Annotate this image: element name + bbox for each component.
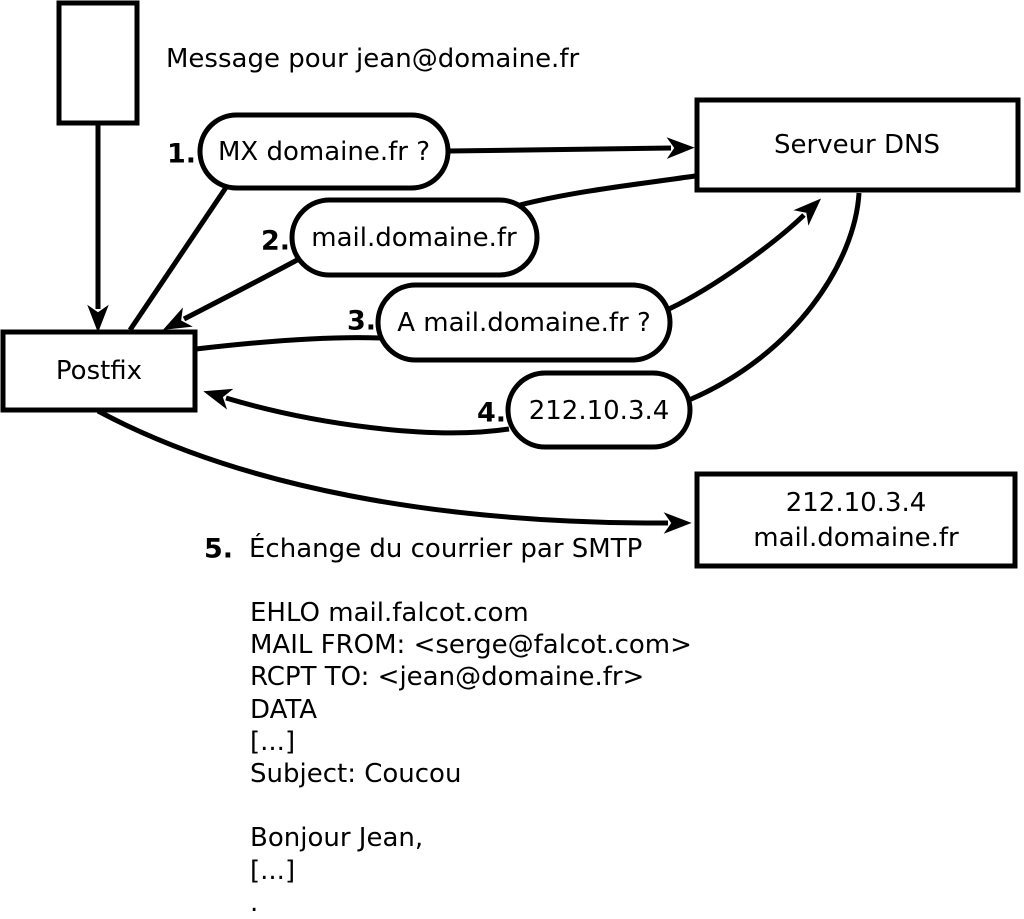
- dns-server-label: Serveur DNS: [774, 130, 940, 160]
- smtp-transcript: EHLO mail.falcot.com MAIL FROM: <serge@f…: [250, 598, 692, 918]
- step-4-number: 4.: [477, 398, 506, 429]
- postfix-box: [0, 329, 198, 413]
- arrow-mx-answer-to-postfix: [162, 256, 301, 330]
- diagram-title: Message pour jean@domaine.fr: [166, 44, 579, 74]
- bubble-a-answer: [505, 370, 693, 450]
- step-3-number: 3.: [347, 306, 376, 337]
- step-5-number: 5.: [204, 534, 233, 565]
- arrow-a-answer-to-postfix: [203, 388, 510, 436]
- smtp-line: .: [250, 888, 258, 918]
- line-dns-to-mx-answer: [519, 173, 696, 208]
- step-5-label: Échange du courrier par SMTP: [249, 532, 642, 564]
- smtp-line: DATA: [250, 695, 317, 725]
- smtp-line: [...]: [250, 727, 295, 757]
- smtp-line: MAIL FROM: <serge@falcot.com>: [250, 630, 692, 660]
- postfix-label: Postfix: [56, 356, 142, 386]
- line-postfix-to-mx-query: [127, 184, 230, 332]
- arrow-mx-query-to-dns: [448, 137, 695, 159]
- line-dns-to-a-answer: [688, 192, 862, 403]
- bubble-mx-query-label: MX domaine.fr ?: [218, 137, 430, 167]
- bubble-a-answer-label: 212.10.3.4: [529, 396, 670, 426]
- mail-server-hostname: mail.domaine.fr: [753, 523, 959, 553]
- bubble-mx-query: [197, 112, 451, 191]
- bubble-mx-answer: [289, 197, 540, 278]
- bubble-a-query-label: A mail.domaine.fr ?: [397, 308, 651, 338]
- bubble-mx-answer-label: mail.domaine.fr: [311, 223, 517, 253]
- smtp-line: EHLO mail.falcot.com: [250, 598, 529, 628]
- line-postfix-to-a-query: [195, 335, 382, 352]
- bubble-a-query: [375, 282, 673, 363]
- step-1-number: 1.: [167, 139, 196, 170]
- message-source-box: [56, 0, 140, 126]
- smtp-line: RCPT TO: <jean@domaine.fr>: [250, 662, 644, 692]
- arrow-a-query-to-dns: [667, 198, 822, 312]
- dns-server-box: [694, 97, 1021, 193]
- arrow-smtp-exchange: [96, 408, 692, 534]
- mail-server-box: [694, 471, 1018, 569]
- smtp-line: [...]: [250, 856, 295, 886]
- smtp-line: Subject: Coucou: [250, 759, 461, 789]
- mail-server-ip: 212.10.3.4: [786, 488, 927, 518]
- step-2-number: 2.: [261, 226, 290, 257]
- smtp-line: Bonjour Jean,: [250, 823, 423, 853]
